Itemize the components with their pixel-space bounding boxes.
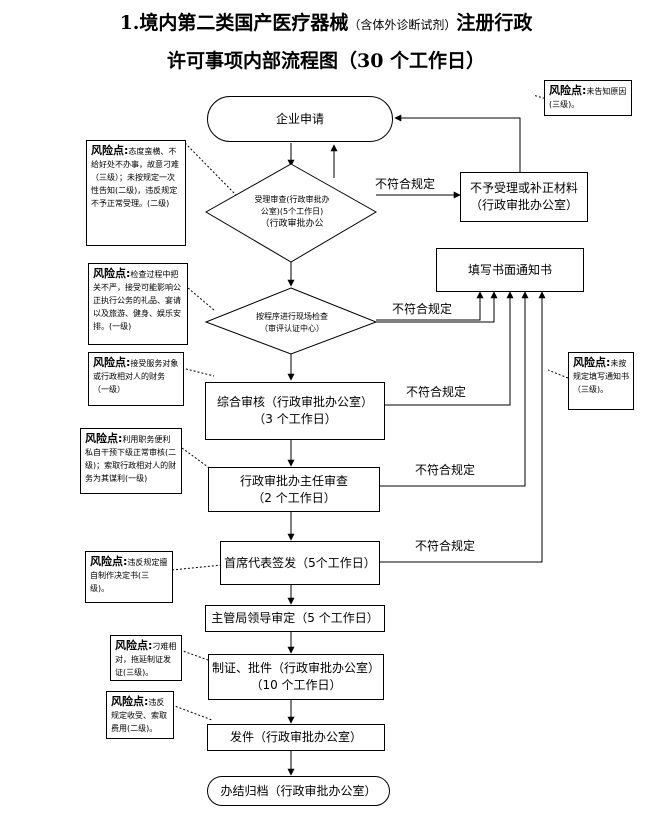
label-noncompliant-3: 不符合规定 bbox=[406, 385, 467, 399]
apply-node: 企业申请 bbox=[207, 96, 393, 142]
label-noncompliant-2: 不符合规定 bbox=[392, 302, 453, 316]
accept-diamond bbox=[204, 163, 378, 263]
review-node: 综合审核（行政审批办公室） （3 个工作日） bbox=[205, 382, 385, 440]
chief-node: 首席代表签发（5个工作日） bbox=[220, 541, 380, 585]
issue-node: 发件（行政审批办公室） bbox=[207, 724, 385, 751]
leader-r5 bbox=[547, 369, 569, 379]
page-title-line2: 许可事项内部流程图（30 个工作日） bbox=[166, 50, 486, 72]
label-noncompliant-1: 不符合规定 bbox=[375, 177, 436, 191]
arrow-review-notice bbox=[384, 291, 514, 406]
leader-r9 bbox=[171, 704, 213, 721]
label-noncompliant-4: 不符合规定 bbox=[415, 463, 476, 477]
notice-node: 填写书面通知书 bbox=[436, 248, 584, 292]
reject-box: 不予受理或补正材料 （行政审批办公室） bbox=[460, 172, 588, 222]
risk-box-8: 风险点:刁难相对，拖延制证发证(三级)。 bbox=[110, 635, 182, 681]
leader-r3 bbox=[187, 287, 215, 311]
make-node: 制证、批件（行政审批办公室） （10 个工作日） bbox=[208, 654, 384, 700]
label-noncompliant-5: 不符合规定 bbox=[415, 539, 476, 553]
risk-box-1: 风险点:态度蛮横、不给好处不办事，故意刁难（三级）；未按规定一次性告知(二级)，… bbox=[86, 140, 186, 246]
risk-box-6: 风险点:利用职务便利私自干预下级正常审核(二级)；索取行政相对人的财务为其谋利(… bbox=[80, 428, 182, 494]
leader-r8 bbox=[179, 649, 209, 661]
inspect-diamond bbox=[204, 287, 378, 355]
risk-box-3: 风险点:检查过程中把关不严，接受可能影响公正执行公务的礼品、宴请以及旅游、健身、… bbox=[88, 263, 188, 345]
leader-r7 bbox=[171, 564, 223, 571]
risk-box-9: 风险点:违反规定收受、索取费用(二级)。 bbox=[106, 691, 174, 739]
arrow-inspect-notice-a bbox=[376, 291, 484, 321]
bureau-node: 主管局领导审定（5 个工作日） bbox=[205, 605, 385, 632]
director-node: 行政审批办主任审查 （2 个工作日） bbox=[208, 467, 380, 512]
risk-box-2: 风险点:未告知原因(三级)。 bbox=[544, 80, 632, 116]
page-title-line1: 1.境内第二类国产医疗器械（含体外诊断试剂）注册行政 bbox=[119, 12, 533, 34]
accept-node-text: 受理审查(行政审批办 公室)(5个工作日) （行政审批办公 bbox=[254, 195, 330, 229]
arrow-chief-notice bbox=[380, 291, 546, 563]
inspect-node-text: 按程序进行现场检查 （审评认证中心） bbox=[256, 312, 328, 333]
arrow-inspect-notice-b bbox=[376, 291, 498, 323]
risk-box-5: 风险点:未按规定填写通知书（三级)。 bbox=[568, 352, 634, 410]
leader-r4 bbox=[181, 367, 215, 377]
arrow-reject-apply bbox=[394, 114, 521, 172]
risk-box-7: 风险点:违反规定擅自制作决定书(三级)。 bbox=[85, 551, 173, 603]
archive-node: 办结归档（行政审批办公室） bbox=[207, 776, 390, 806]
risk-box-4: 风险点:接受服务对象或行政相对人的财务（一级） bbox=[88, 352, 184, 406]
leader-r1 bbox=[184, 142, 237, 196]
arrow-director-notice bbox=[380, 291, 529, 487]
